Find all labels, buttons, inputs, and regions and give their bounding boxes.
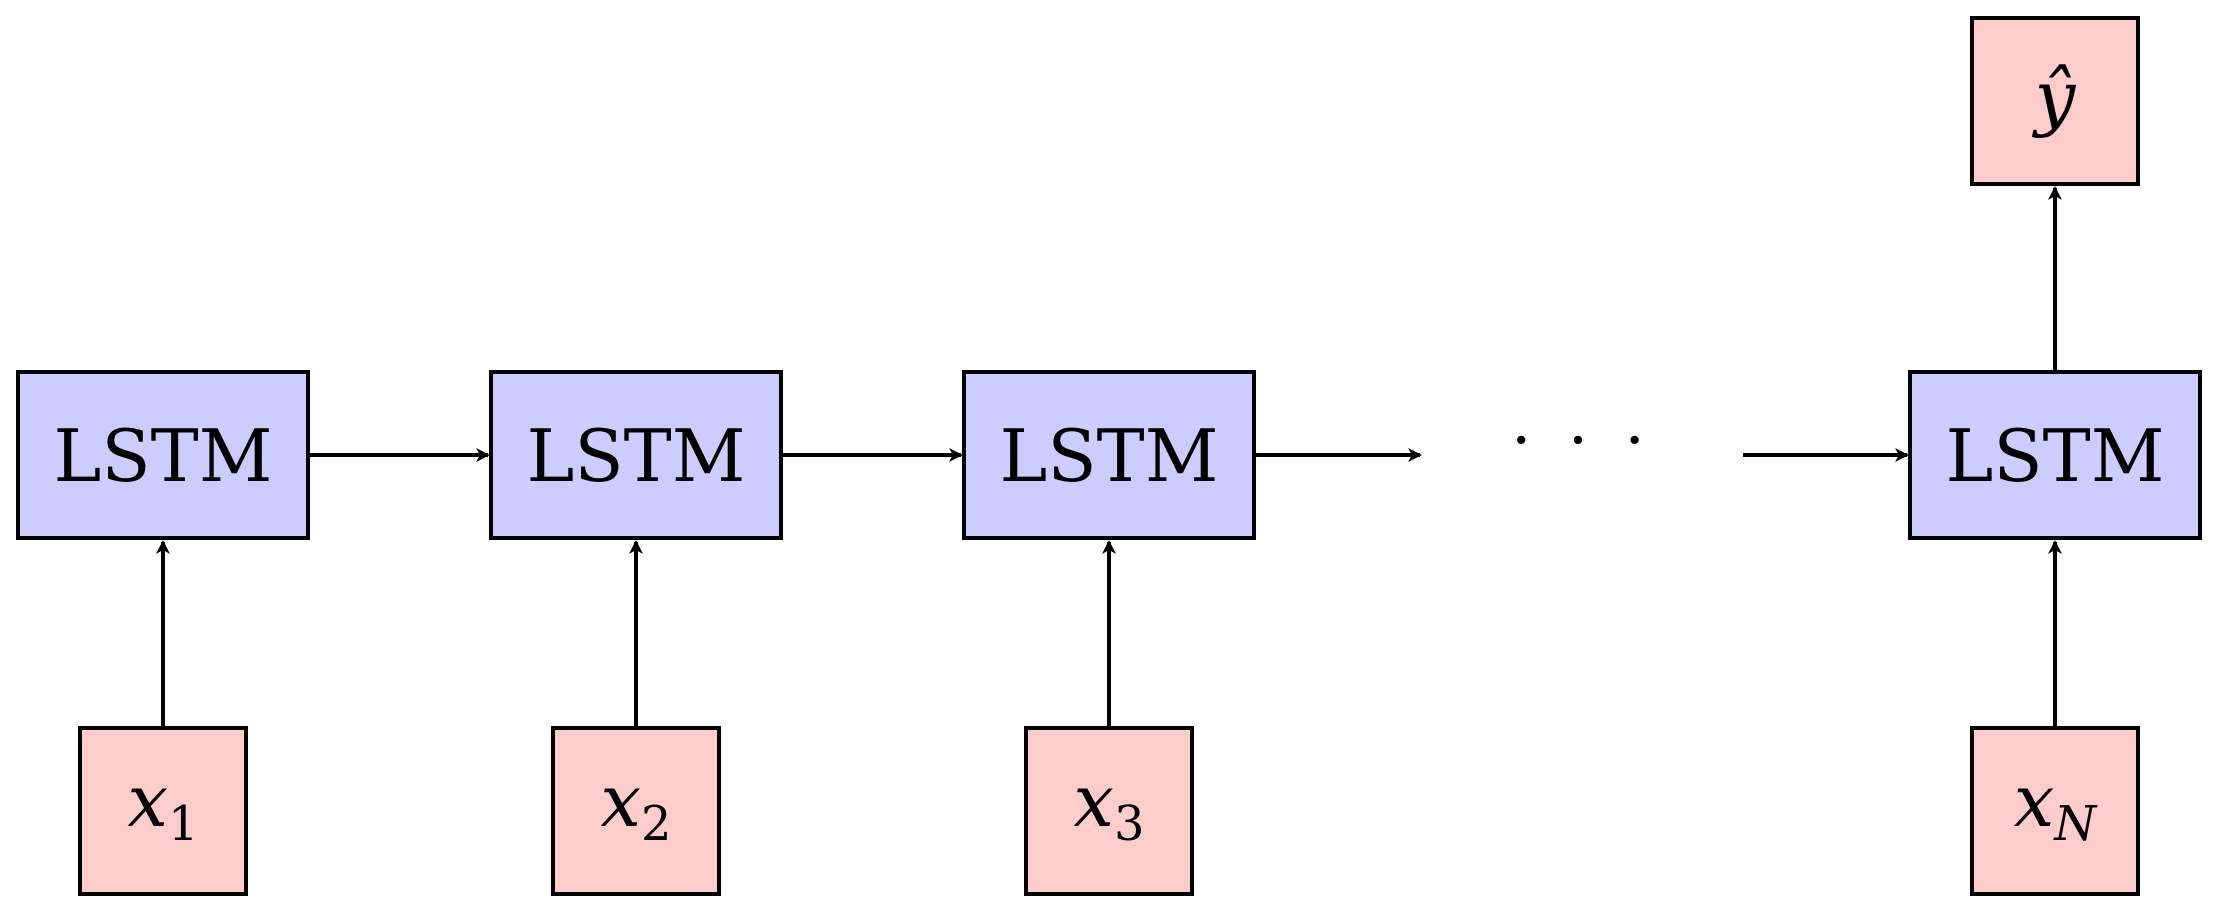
lstm-cell-1: LSTM	[16, 370, 310, 540]
input-box-1: x1	[78, 726, 248, 896]
output-label: ŷ	[2032, 55, 2077, 139]
lstm-cell-label: LSTM	[1000, 414, 1219, 498]
lstm-cell-label: LSTM	[54, 414, 273, 498]
lstm-cell-2: LSTM	[489, 370, 783, 540]
input-subscript: N	[2053, 796, 2098, 852]
ellipsis: · · ·	[1511, 404, 1653, 478]
lstm-cell-label: LSTM	[1946, 414, 2165, 498]
lstm-cell-3: LSTM	[962, 370, 1256, 540]
input-base: x	[1073, 759, 1114, 843]
input-subscript: 3	[1114, 796, 1145, 852]
input-box-3: x3	[1024, 726, 1194, 896]
input-subscript: 1	[168, 796, 199, 852]
lstm-cell-label: LSTM	[527, 414, 746, 498]
svg-text:x2: x2	[600, 759, 671, 852]
output-box: ŷ	[1970, 16, 2140, 186]
input-base: x	[127, 759, 168, 843]
svg-text:xN: xN	[2014, 759, 2099, 852]
input-box-2: x2	[551, 726, 721, 896]
svg-text:x3: x3	[1073, 759, 1144, 852]
input-box-n: xN	[1970, 726, 2140, 896]
input-base: x	[600, 759, 641, 843]
input-base: x	[2014, 759, 2055, 843]
lstm-cell-n: LSTM	[1908, 370, 2202, 540]
input-subscript: 2	[641, 796, 672, 852]
svg-text:x1: x1	[127, 759, 198, 852]
